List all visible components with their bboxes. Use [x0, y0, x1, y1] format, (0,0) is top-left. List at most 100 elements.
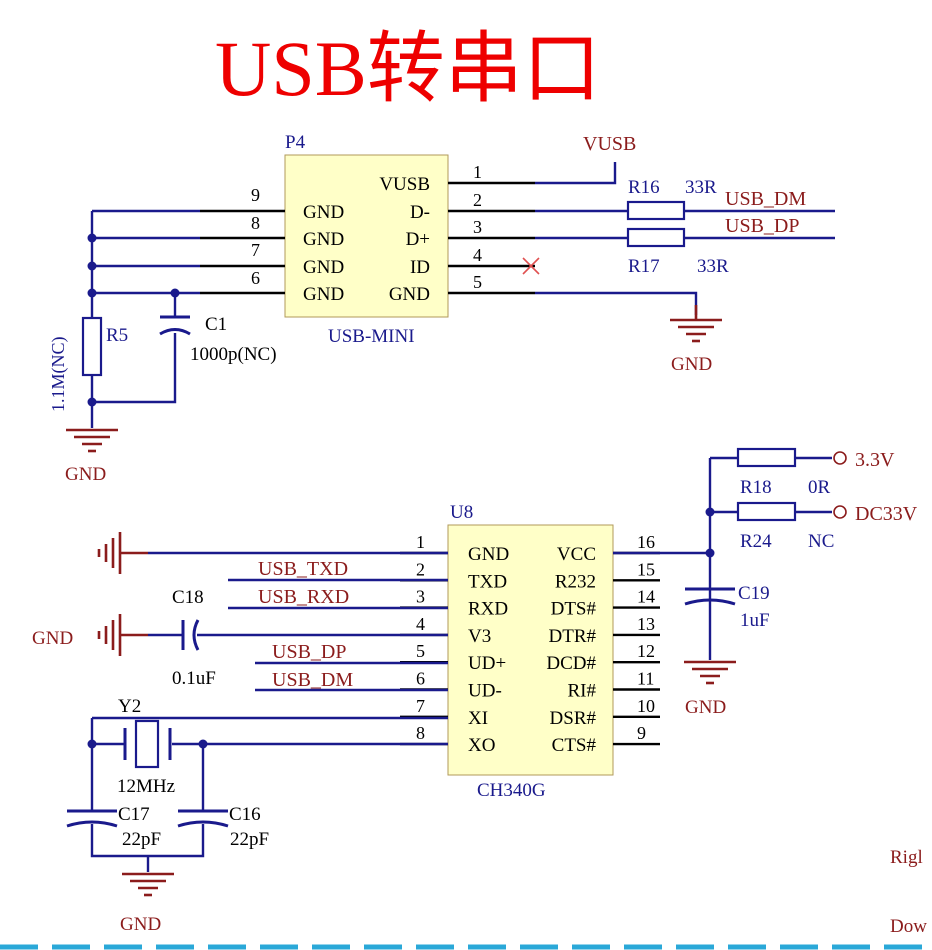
u8-pin-name: R232	[555, 571, 596, 592]
vusb-wire	[535, 162, 617, 185]
r24-resistor	[736, 501, 797, 522]
power-port-3v3	[833, 451, 847, 465]
u8-pin-num: 16	[637, 532, 655, 552]
p4-connector: P4 USB-MINI 1 2 3 4 5 9 8 7 6 VUSB D- D+…	[200, 132, 535, 347]
u8-pin-name: UD+	[468, 653, 506, 674]
p4-pin-num: 4	[473, 245, 482, 265]
u8-pin-name: TXD	[468, 571, 507, 592]
c19-ref: C19	[738, 583, 770, 604]
c16-value: 22pF	[230, 829, 269, 850]
u8-pin-name: GND	[468, 544, 509, 565]
r17-ref: R17	[628, 256, 660, 277]
p4-designator: P4	[285, 132, 306, 153]
u8-pin-num: 4	[416, 614, 425, 634]
u8-pin-name: RI#	[568, 681, 597, 702]
u8-chip: U8 CH340G	[447, 502, 614, 801]
c18-capacitor	[181, 619, 200, 651]
u8-pin-name: V3	[468, 626, 491, 647]
u8-pin-num: 11	[637, 669, 654, 689]
u8-pin-num: 9	[637, 723, 646, 743]
edge-text-down: Dow	[890, 916, 927, 937]
junction-dot	[87, 261, 97, 271]
p4-pin-name: ID	[410, 257, 430, 278]
u8-designator: U8	[450, 502, 473, 523]
ground-symbol	[684, 660, 736, 685]
r24-value: NC	[808, 531, 834, 552]
p4-pin-num: 7	[251, 240, 260, 260]
u8-pin-name: UD-	[468, 681, 502, 702]
vusb-net-label: VUSB	[583, 133, 636, 155]
usb-dp-net-label: USB_DP	[272, 641, 346, 663]
gnd-label: GND	[120, 914, 161, 935]
usb-dm-net-label: USB_DM	[725, 188, 806, 210]
p4-pin-name: GND	[303, 229, 344, 250]
u8-pin-num: 13	[637, 614, 655, 634]
u8-pin-num: 14	[637, 587, 655, 607]
junction-dot	[87, 288, 97, 298]
p4-pin-name: GND	[389, 284, 430, 305]
u8-pin-num: 10	[637, 696, 655, 716]
p4-pin-name: GND	[303, 284, 344, 305]
no-connect-marker	[522, 257, 540, 275]
p4-pin-num: 1	[473, 162, 482, 182]
p4-pin-num: 3	[473, 217, 482, 237]
c16-ref: C16	[229, 804, 261, 825]
c1-value: 1000p(NC)	[190, 344, 277, 365]
gnd-label: GND	[671, 354, 712, 375]
p4-pin-name: VUSB	[379, 174, 430, 195]
c17-ref: C17	[118, 804, 150, 825]
u8-pin-num: 3	[416, 587, 425, 607]
gnd-left-label: GND	[32, 628, 73, 649]
u8-pin-name: DTS#	[551, 599, 597, 620]
junction-dot	[87, 739, 97, 749]
ground-symbol	[122, 872, 174, 897]
u8-pin-num: 12	[637, 641, 655, 661]
r5-value: 1.1M(NC)	[48, 336, 69, 412]
usb-rxd-net-label: USB_RXD	[258, 586, 349, 608]
gnd-label: GND	[685, 697, 726, 718]
u8-pin-name: VCC	[557, 544, 596, 565]
junction-dot	[705, 507, 715, 517]
u8-pin-name: CTS#	[552, 735, 597, 756]
p4-pin-num: 2	[473, 190, 482, 210]
p4-pin-name: D-	[410, 202, 430, 223]
u8-pin-num: 5	[416, 641, 425, 661]
gnd-label: GND	[65, 464, 106, 485]
c17-capacitor	[66, 809, 118, 828]
c1-ref: C1	[205, 314, 227, 335]
junction-dot	[87, 233, 97, 243]
u8-part-label: CH340G	[477, 780, 546, 801]
net-dc33v-label: DC33V	[855, 503, 918, 525]
p4-pin-num: 6	[251, 268, 260, 288]
c17-value: 22pF	[122, 829, 161, 850]
u8-pin-name: XO	[468, 735, 495, 756]
r16-ref: R16	[628, 177, 660, 198]
u8-pin-num: 8	[416, 723, 425, 743]
junction-dot	[705, 548, 715, 558]
ground-symbol	[97, 614, 148, 656]
page-title: USB转串口	[215, 25, 601, 112]
power-port-dc33v	[833, 505, 847, 519]
usb-dm-net-label: USB_DM	[272, 669, 353, 691]
c19-capacitor	[684, 587, 736, 606]
r5-ref: R5	[106, 325, 128, 346]
r18-ref: R18	[740, 477, 772, 498]
p4-pin-name: GND	[303, 202, 344, 223]
u8-pin-name: DSR#	[550, 708, 597, 729]
u8-pin-num: 1	[416, 532, 425, 552]
r18-resistor	[736, 447, 797, 468]
net-33v-label: 3.3V	[855, 449, 895, 471]
r17-value: 33R	[697, 256, 729, 277]
u8-pin-name: DTR#	[549, 626, 597, 647]
u8-pin-num: 15	[637, 559, 655, 579]
y2-value: 12MHz	[117, 776, 175, 797]
usb-txd-net-label: USB_TXD	[258, 558, 348, 580]
u8-pin-name: RXD	[468, 599, 508, 620]
ground-symbol	[670, 305, 722, 343]
p4-pin-num: 8	[251, 213, 260, 233]
r16-value: 33R	[685, 177, 717, 198]
r16-resistor	[626, 200, 686, 221]
y2-ref: Y2	[118, 696, 141, 717]
r5-resistor	[81, 316, 103, 377]
